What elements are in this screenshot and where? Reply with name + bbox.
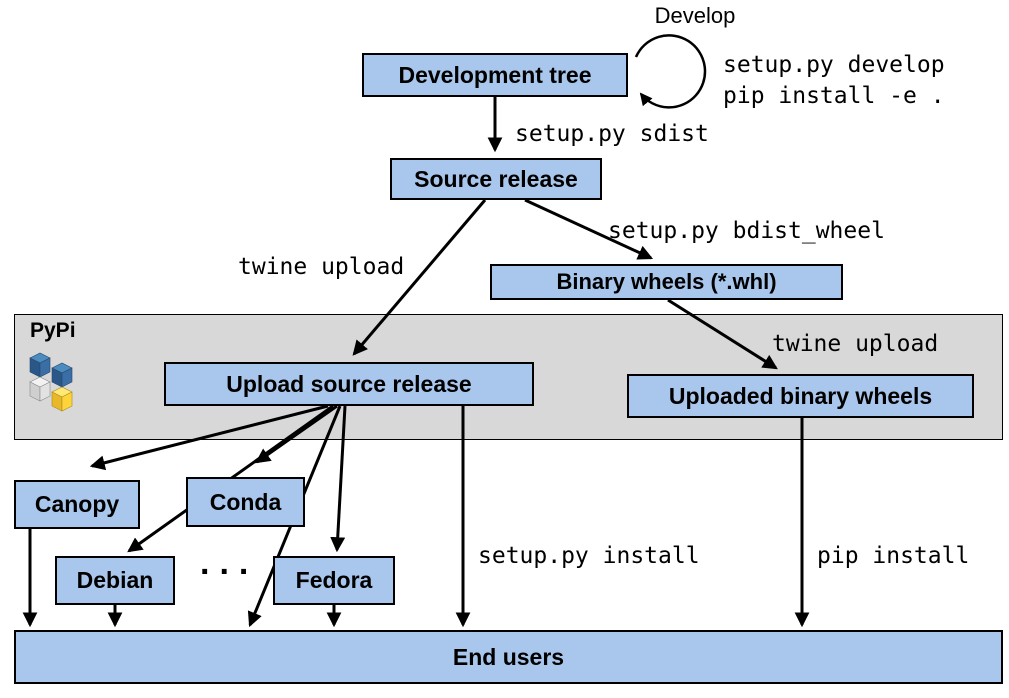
develop-cmd-line1: setup.py develop [723, 52, 945, 78]
node-fedora: Fedora [273, 556, 395, 605]
setup-py-install-label: setup.py install [478, 543, 700, 569]
bdist-wheel-label: setup.py bdist_wheel [608, 218, 885, 244]
edge-binarywheels-to-uploadedwheels [667, 298, 778, 370]
more-distributions-ellipsis: ... [200, 544, 259, 582]
node-upload-source-release: Upload source release [164, 362, 534, 406]
node-uploaded-binary-wheels: Uploaded binary wheels [627, 374, 974, 418]
edge-sourcerelease-to-binarywheels [524, 198, 654, 260]
edge-uploadsource-to-canopy [89, 404, 329, 471]
pypi-logo-icon [29, 352, 73, 412]
develop-cmd-line2: pip install -e . [723, 83, 945, 109]
twine-upload-right-label: twine upload [772, 331, 939, 357]
pip-install-label: pip install [817, 543, 970, 569]
edge-sourcerelease-to-uploadsource [352, 199, 487, 356]
edge-develop-loop [634, 34, 707, 109]
node-binary-wheels: Binary wheels (*.whl) [490, 264, 843, 300]
node-end-users: End users [14, 630, 1003, 684]
edge-uploadsource-to-fedora [330, 405, 347, 553]
pypi-label: PyPi [30, 319, 76, 342]
node-development-tree: Development tree [362, 53, 628, 97]
node-source-release: Source release [390, 158, 602, 200]
edge-uploadsource-to-conda [255, 404, 338, 464]
twine-upload-left-label: twine upload [238, 254, 405, 280]
node-conda: Conda [186, 477, 305, 527]
sdist-label: setup.py sdist [515, 121, 709, 147]
node-canopy: Canopy [14, 480, 140, 529]
develop-label: Develop [654, 3, 736, 28]
node-debian: Debian [55, 556, 175, 605]
